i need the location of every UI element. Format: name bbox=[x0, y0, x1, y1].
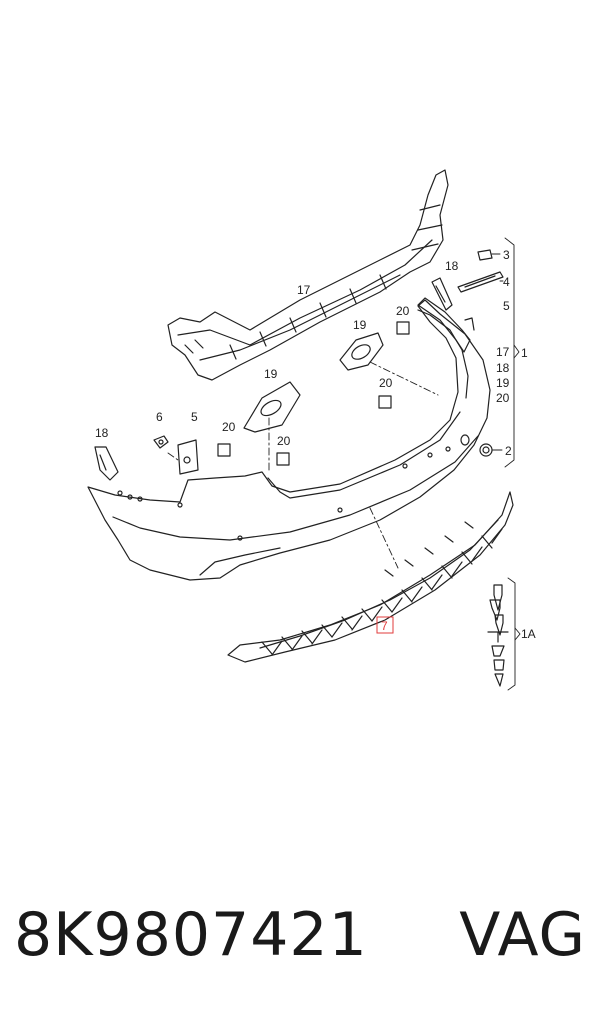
sensor-holder-19-left bbox=[243, 381, 301, 433]
callout-7-box bbox=[376, 616, 394, 634]
fastener-set bbox=[487, 584, 509, 687]
rear-bumper-cover bbox=[87, 299, 491, 581]
guide-profile bbox=[417, 297, 475, 353]
callout-ticks bbox=[491, 253, 504, 451]
part-4 bbox=[457, 271, 504, 293]
part-number: 8K9807421 bbox=[14, 900, 368, 970]
side-bracket-right bbox=[431, 277, 453, 311]
callout-18-left: 18 bbox=[95, 426, 109, 440]
footer: 8K9807421 VAG bbox=[0, 880, 600, 990]
callout-19-right: 19 bbox=[496, 376, 510, 390]
side-bracket-left bbox=[94, 446, 119, 481]
callout-5-right: 5 bbox=[503, 299, 510, 313]
callout-7: 7 bbox=[381, 619, 388, 633]
parts-diagram: 3 4 5 17 1 18 19 20 2 17 18 20 19 19 20 … bbox=[87, 169, 536, 691]
callout-20-right: 20 bbox=[496, 391, 510, 405]
callout-1A: 1A bbox=[521, 627, 536, 641]
bumper-reinforcement bbox=[167, 169, 449, 381]
nut-6 bbox=[153, 435, 169, 449]
callout-5: 5 bbox=[191, 410, 198, 424]
callout-4: 4 bbox=[503, 275, 510, 289]
callout-20-d: 20 bbox=[277, 434, 291, 448]
callout-3: 3 bbox=[503, 248, 510, 262]
callout-2: 2 bbox=[505, 444, 512, 458]
lower-grille bbox=[227, 491, 514, 663]
brand-name: VAG bbox=[459, 900, 586, 970]
callout-20-b: 20 bbox=[379, 376, 393, 390]
callout-17-right: 17 bbox=[496, 345, 510, 359]
callout-1: 1 bbox=[521, 346, 528, 360]
callout-19-b: 19 bbox=[264, 367, 278, 381]
group-bracket-1A bbox=[507, 577, 521, 691]
callout-20-c: 20 bbox=[222, 420, 236, 434]
clip-20 bbox=[217, 321, 410, 466]
callout-18-right: 18 bbox=[496, 361, 510, 375]
callout-20-a: 20 bbox=[396, 304, 410, 318]
callout-19-a: 19 bbox=[353, 318, 367, 332]
part-3 bbox=[477, 249, 493, 261]
plug-2 bbox=[479, 443, 493, 457]
callout-labels: 3 4 5 17 1 18 19 20 2 17 18 20 19 19 20 … bbox=[95, 248, 536, 641]
group-bracket-1 bbox=[504, 237, 520, 468]
leader-lines bbox=[167, 361, 439, 569]
bracket-5 bbox=[177, 439, 199, 475]
callout-6: 6 bbox=[156, 410, 163, 424]
callout-17: 17 bbox=[297, 283, 311, 297]
callout-18-top: 18 bbox=[445, 259, 459, 273]
sensor-holder-19-right bbox=[339, 332, 384, 371]
